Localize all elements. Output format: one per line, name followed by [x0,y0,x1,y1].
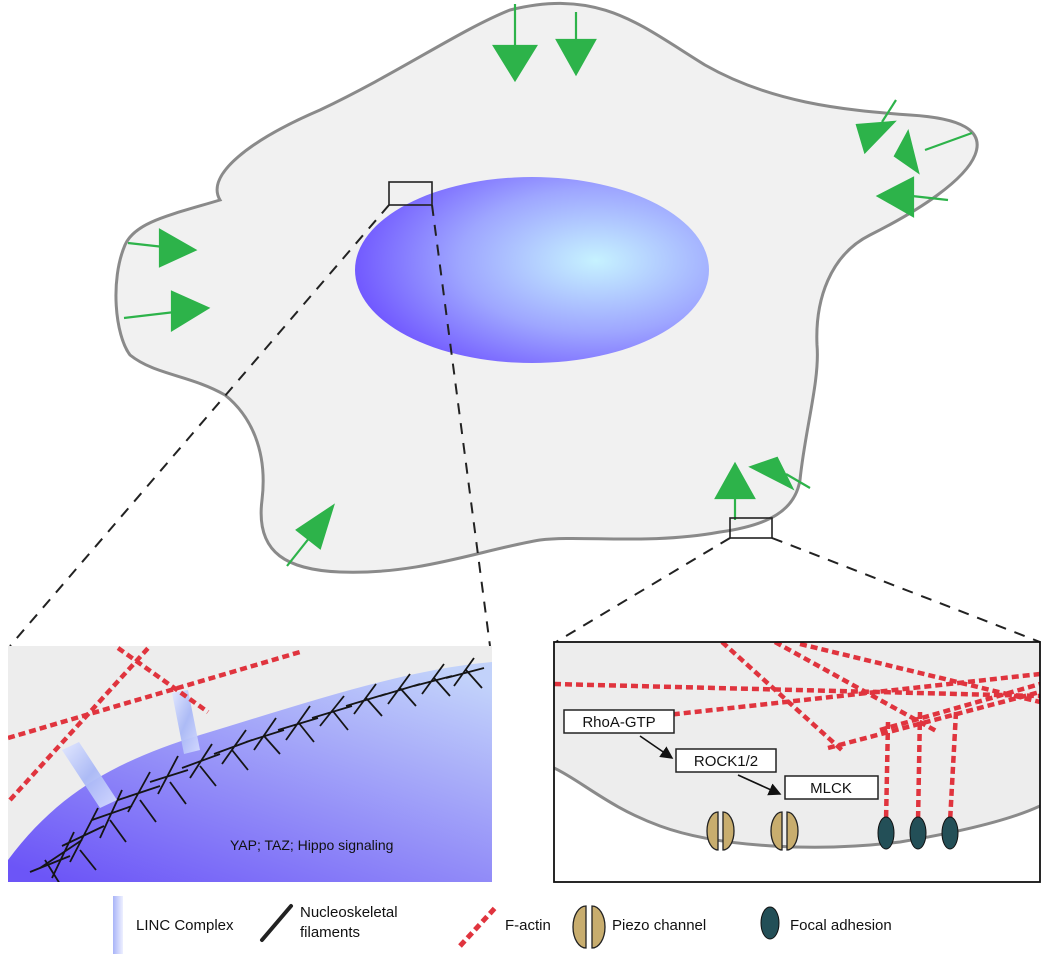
zoom-box-membrane [729,517,773,539]
force-arrow-icon [748,456,811,491]
force-arrow-icon [492,4,538,83]
membrane-zoom-panel: RhoA-GTP ROCK1/2 MLCK [553,641,1041,883]
legend-nucleoskeletal-label-2: filaments [300,924,360,941]
zoom-lines [9,204,1041,647]
linc-complex-legend-icon [113,896,123,954]
focal-adhesion-legend-icon [760,906,780,940]
legend-nucleoskeletal-label-1: Nucleoskeletal [300,904,398,921]
linc-complex [172,690,200,754]
legend-linc-label: LINC Complex [136,917,234,934]
signaling-cascade: RhoA-GTP ROCK1/2 MLCK [563,709,879,800]
rock-label: ROCK1/2 [694,753,758,770]
zoom-box-nucleus [388,181,433,206]
f-actin-legend-icon [458,906,497,948]
piezo-channel-icon [770,811,799,851]
nucleoskeletal-filament-mesh [29,657,485,882]
rock-box [675,748,777,773]
nucleus-zoom-panel: YAP; TAZ; Hippo signaling [8,646,492,882]
legend-factin-label: F-actin [505,917,551,934]
force-arrow-icon [286,503,335,567]
f-actin-filaments-left [8,646,301,802]
focal-adhesion-icon [941,816,959,850]
force-arrow-icon [875,176,949,218]
focal-adhesion-icon [909,816,927,850]
force-arrow-icon [855,99,897,155]
focal-adhesion-icon [877,816,895,850]
mlck-box [784,775,879,800]
force-arrow-icon [893,128,973,175]
force-arrow-icon [123,290,211,332]
nucleus-signaling-label: YAP; TAZ; Hippo signaling [230,837,393,853]
rhoa-box [563,709,675,734]
force-arrow-icon [714,461,756,520]
mlck-label: MLCK [810,780,852,797]
force-arrows [123,4,973,567]
legend: LINC Complex Nucleoskeletal filaments F-… [113,896,892,954]
rhoa-label: RhoA-GTP [582,714,655,731]
legend-piezo-label: Piezo channel [612,917,706,934]
legend-focal-label: Focal adhesion [790,917,892,934]
force-arrow-icon [127,228,198,268]
f-actin-filaments-right [554,642,1040,823]
linc-complex [62,742,117,808]
nucleoskeletal-filament-legend-icon [260,904,293,942]
nuclear-envelope-zoom [8,662,492,882]
force-arrow-icon [555,12,597,77]
piezo-channel-legend-icon [572,905,606,949]
piezo-channel-icon [706,811,735,851]
nucleus [355,177,709,363]
